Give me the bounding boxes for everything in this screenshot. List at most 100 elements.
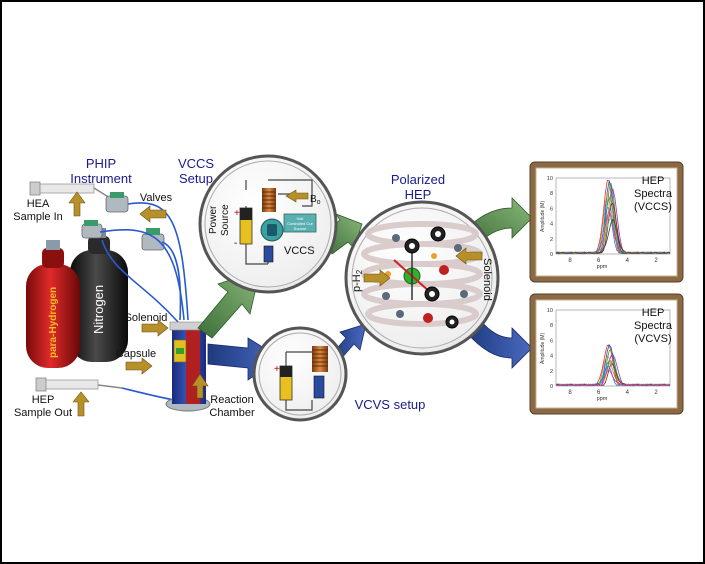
y-tick-label: 4 <box>550 354 553 360</box>
x-tick-label: 6 <box>597 258 601 264</box>
spectra-title-line: Spectra <box>634 320 673 332</box>
hep-out-line2: Sample Out <box>13 407 73 419</box>
gold-arrow-chamber <box>191 373 209 399</box>
vccs-box-line1: Volt <box>297 216 305 221</box>
spectrum-series <box>556 369 670 386</box>
vccs-minus-sign: - <box>234 238 237 249</box>
hep-out-line1: HEP <box>31 394 55 406</box>
para-hydrogen-cylinder <box>26 240 80 368</box>
vccs-setup-title: VCCS Setup <box>168 156 224 186</box>
y-axis-label: Amplitude (M) <box>540 201 546 232</box>
ph2-label: p-H2 <box>351 269 364 292</box>
spectrum-series <box>556 218 671 254</box>
valve-2 <box>81 220 103 239</box>
vccs-coil <box>262 188 276 212</box>
gold-arrow-solenoid <box>141 319 169 337</box>
valve-3 <box>141 228 165 251</box>
vcvs-plus-sign: + <box>274 364 280 375</box>
y-tick-label: 8 <box>550 323 553 329</box>
vccs-plus-sign: + <box>234 208 240 219</box>
vccs-setup-line2: Setup <box>179 171 213 186</box>
x-tick-label: 6 <box>597 390 601 396</box>
plot-area <box>555 177 671 255</box>
y-tick-label: 2 <box>550 369 553 375</box>
valves-label: Valves <box>139 192 173 204</box>
vccs-label: VCCS <box>284 245 315 257</box>
spectra-title-line: (VCVS) <box>634 333 671 345</box>
vccs-chip <box>260 213 317 242</box>
hea-line2: Sample In <box>13 211 63 223</box>
gold-arrow-hep-out <box>72 391 90 417</box>
hep-molecules <box>382 226 468 329</box>
x-axis-label: ppm <box>597 264 608 270</box>
vcvs-battery <box>279 365 293 401</box>
phip-title-line2: Instrument <box>70 171 132 186</box>
gold-arrow-valves <box>139 205 167 223</box>
y-tick-label: 6 <box>550 206 553 212</box>
x-tick-label: 4 <box>626 258 630 264</box>
phip-instrument-title: PHIP Instrument <box>64 156 138 186</box>
hea-sample-in-label: HEA Sample In <box>8 198 68 224</box>
hep-syringe <box>35 377 123 392</box>
reaction-line1: Reaction <box>210 394 254 406</box>
y-tick-label: 0 <box>550 252 553 258</box>
tubing <box>99 202 203 404</box>
spectra-title-line: HEP <box>642 307 665 319</box>
vccs-box-line3: Source <box>294 226 307 231</box>
spectra-title-line: HEP <box>642 175 665 187</box>
vccs-setup-line1: VCCS <box>177 156 215 171</box>
spectra-panel-vccs: 10 8 6 4 2 0 Amplitude (M) 8 6 4 2 ppm HEPSpectra(VC… <box>529 161 684 283</box>
spectra-panel-vcvs: 10 8 6 4 2 0 Amplitude (M) 8 6 4 2 ppm HEPSpectra(VC… <box>529 293 684 415</box>
gold-arrow-hea-up <box>68 191 86 217</box>
x-axis-label: ppm <box>597 396 608 402</box>
y-tick-label: 2 <box>550 237 553 243</box>
x-tick-label: 8 <box>568 390 572 396</box>
cylinder-label-nitrogen: Nitrogen <box>91 285 106 334</box>
y-tick-label: 10 <box>547 308 553 314</box>
vcvs-resistor <box>313 375 325 399</box>
gold-arrow-capsule <box>125 357 153 375</box>
phip-title-line1: PHIP <box>85 156 117 171</box>
vccs-resistor <box>263 245 274 263</box>
vccs-battery <box>239 207 253 245</box>
gold-arrow-ph2 <box>363 269 391 287</box>
gold-arrow-bo <box>285 189 309 203</box>
spectra-title-line: Spectra <box>634 188 673 200</box>
hep-sample-out-label: HEP Sample Out <box>8 394 78 420</box>
vcvs-coil <box>312 346 328 372</box>
x-tick-label: 2 <box>654 390 658 396</box>
capsule-label: Capsule <box>115 348 157 360</box>
power-source-line1: Power <box>208 205 219 234</box>
gold-arrow-solenoid-right <box>455 247 483 265</box>
reaction-chamber-label: Reaction Chamber <box>204 394 260 420</box>
power-source-line2: Source <box>220 204 231 236</box>
blue-arrow-to-vcvs-spectra <box>465 317 533 369</box>
bo-label: Bo <box>310 194 321 206</box>
y-tick-label: 6 <box>550 338 553 344</box>
x-tick-label: 4 <box>626 390 630 396</box>
y-tick-label: 8 <box>550 191 553 197</box>
y-tick-label: 0 <box>550 384 553 390</box>
hea-line1: HEA <box>26 198 50 210</box>
valve-1 <box>105 192 129 213</box>
y-tick-label: 4 <box>550 222 553 228</box>
spectra-title-line: (VCCS) <box>634 201 672 213</box>
reaction-line2: Chamber <box>209 407 255 419</box>
solenoid-label: Solenoid <box>124 312 168 324</box>
polarized-hep-disc <box>344 200 500 356</box>
polarized-hep-title: Polarized HEP <box>378 172 458 202</box>
y-tick-label: 10 <box>547 176 553 182</box>
x-tick-label: 2 <box>654 258 658 264</box>
polarized-title-line1: Polarized <box>390 172 446 187</box>
x-tick-label: 8 <box>568 258 572 264</box>
vcvs-disc <box>252 326 348 422</box>
plot-area <box>555 309 671 387</box>
polarized-title-line2: HEP <box>404 187 432 202</box>
cylinder-label-para-hydrogen: para-Hydrogen <box>48 287 59 358</box>
vcvs-setup-title: VCVS setup <box>354 397 426 412</box>
y-axis-label: Amplitude (M) <box>540 333 546 364</box>
solenoid-right-label: Solenoid <box>481 258 493 301</box>
